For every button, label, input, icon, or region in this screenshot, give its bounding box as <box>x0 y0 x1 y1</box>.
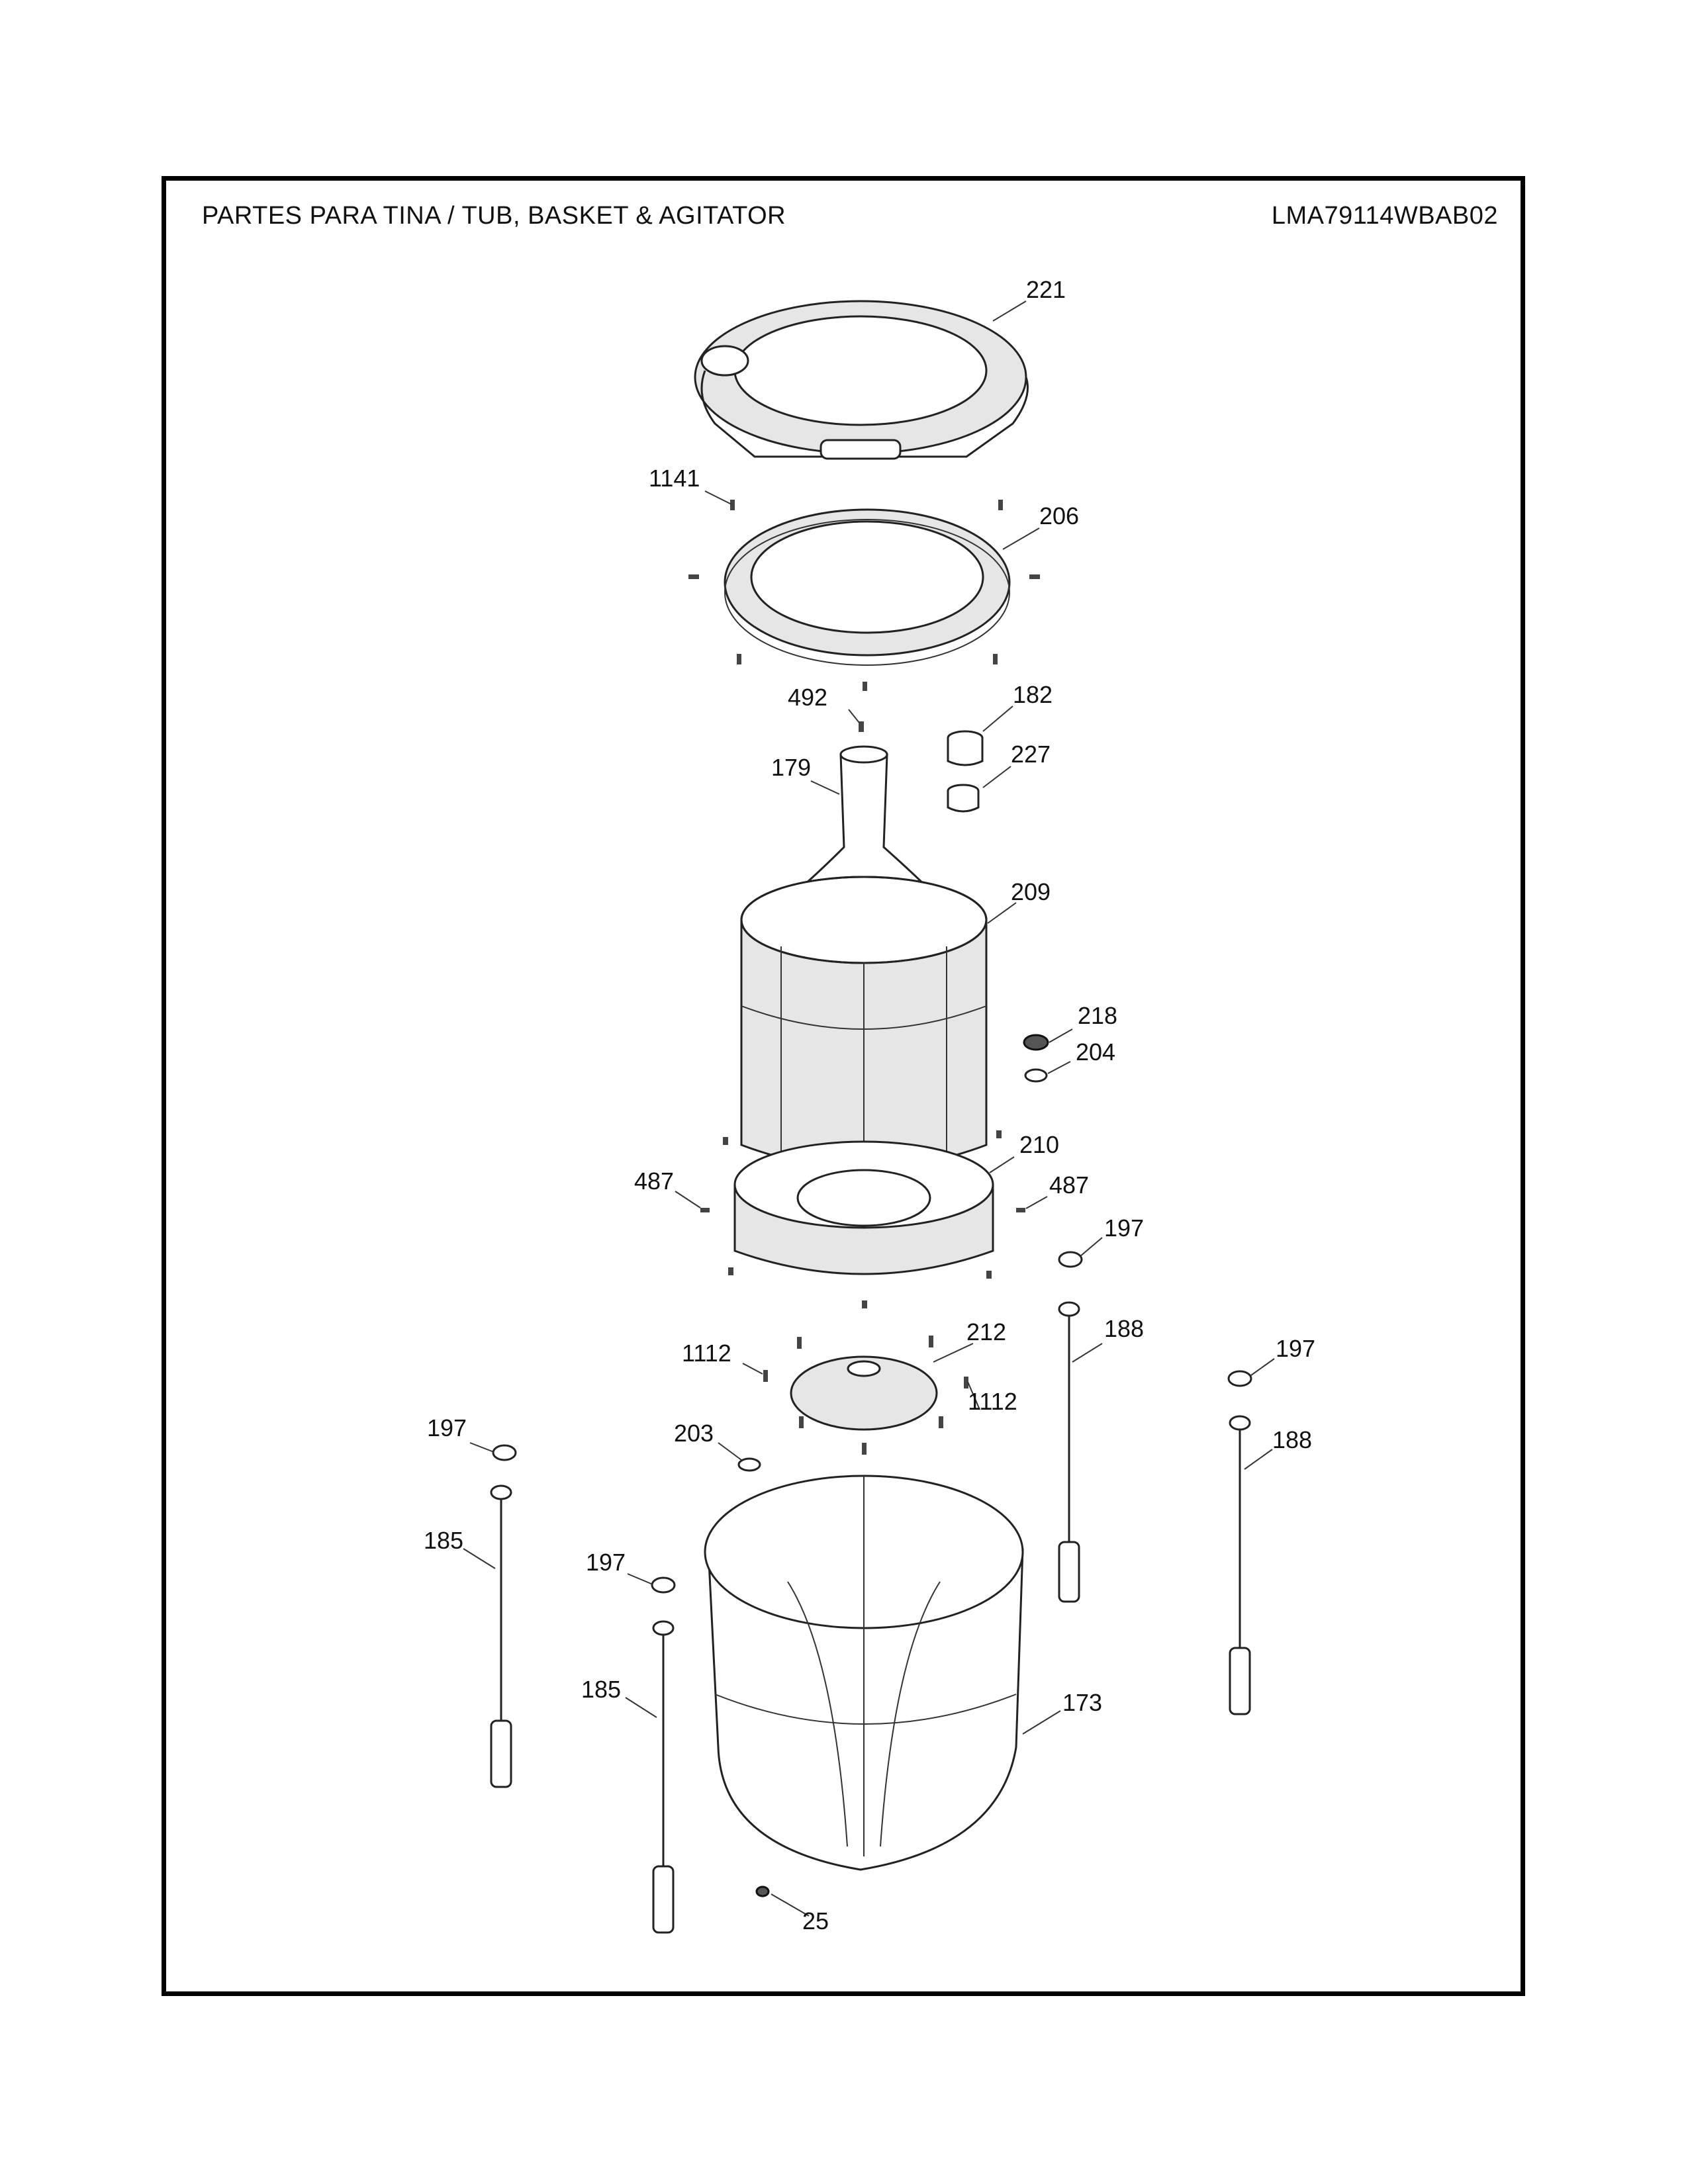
part-188-suspension-rod-far-right <box>1229 1415 1251 1715</box>
part-197-damper-center-left <box>651 1576 676 1594</box>
part-1141-screws <box>688 500 1040 691</box>
part-492-screw <box>859 721 864 732</box>
part-185-suspension-rod-center-left <box>652 1620 675 1934</box>
callout-179: 179 <box>771 754 811 781</box>
callout-25: 25 <box>802 1907 829 1934</box>
part-185-suspension-rod-left <box>490 1484 512 1788</box>
part-487-screws <box>700 1130 1025 1308</box>
callout-185-center-left: 185 <box>581 1676 621 1703</box>
part-218-nut <box>1023 1034 1049 1051</box>
part-212-mounting-plate <box>790 1355 938 1431</box>
part-173-outer-tub <box>704 1475 1024 1871</box>
callout-197-center-left: 197 <box>586 1549 626 1576</box>
part-227-bearing <box>947 784 980 813</box>
diagram-frame <box>162 176 1525 1996</box>
part-204-washer <box>1024 1068 1048 1083</box>
callout-1112-left: 1112 <box>682 1340 731 1367</box>
model-number: LMA79114WBAB02 <box>1271 202 1498 230</box>
callout-197-upper-right: 197 <box>1104 1214 1144 1242</box>
callout-492: 492 <box>788 684 827 711</box>
part-221-tub-cover <box>694 300 1029 460</box>
callout-182: 182 <box>1013 681 1053 708</box>
callout-209: 209 <box>1011 878 1051 905</box>
part-210-basket-hub <box>733 1140 994 1275</box>
callout-188-far-right: 188 <box>1272 1426 1312 1453</box>
callout-218: 218 <box>1078 1002 1117 1029</box>
callout-197-left: 197 <box>427 1414 467 1441</box>
part-209-basket <box>740 876 988 1185</box>
callout-206: 206 <box>1039 502 1079 529</box>
callout-487-left: 487 <box>634 1167 674 1195</box>
part-1112-screws <box>763 1336 968 1455</box>
callout-227: 227 <box>1011 741 1051 768</box>
page-title: PARTES PARA TINA / TUB, BASKET & AGITATO… <box>202 202 786 230</box>
part-197-damper-far-right <box>1227 1370 1252 1387</box>
callout-leaders <box>463 300 1275 1917</box>
callout-221: 221 <box>1026 276 1066 303</box>
callout-173: 173 <box>1062 1689 1102 1716</box>
part-206-balance-ring <box>724 508 1011 666</box>
part-203-washer <box>737 1457 761 1472</box>
part-197-damper-upper-right <box>1058 1251 1083 1268</box>
callout-1141: 1141 <box>649 465 700 492</box>
callout-212: 212 <box>966 1318 1006 1345</box>
part-197-damper-left <box>492 1444 517 1461</box>
callout-188-right: 188 <box>1104 1315 1144 1342</box>
callout-487-right: 487 <box>1049 1171 1089 1199</box>
part-25-fitting <box>755 1886 770 1897</box>
part-188-suspension-rod-right <box>1058 1301 1080 1603</box>
callout-210: 210 <box>1019 1131 1059 1158</box>
callout-1112-right: 1112 <box>968 1388 1017 1415</box>
callout-185-left: 185 <box>424 1527 463 1554</box>
callout-197-far-right: 197 <box>1276 1335 1315 1362</box>
callout-204: 204 <box>1076 1038 1115 1066</box>
part-182-bearing <box>947 730 984 766</box>
callout-203: 203 <box>674 1420 714 1447</box>
